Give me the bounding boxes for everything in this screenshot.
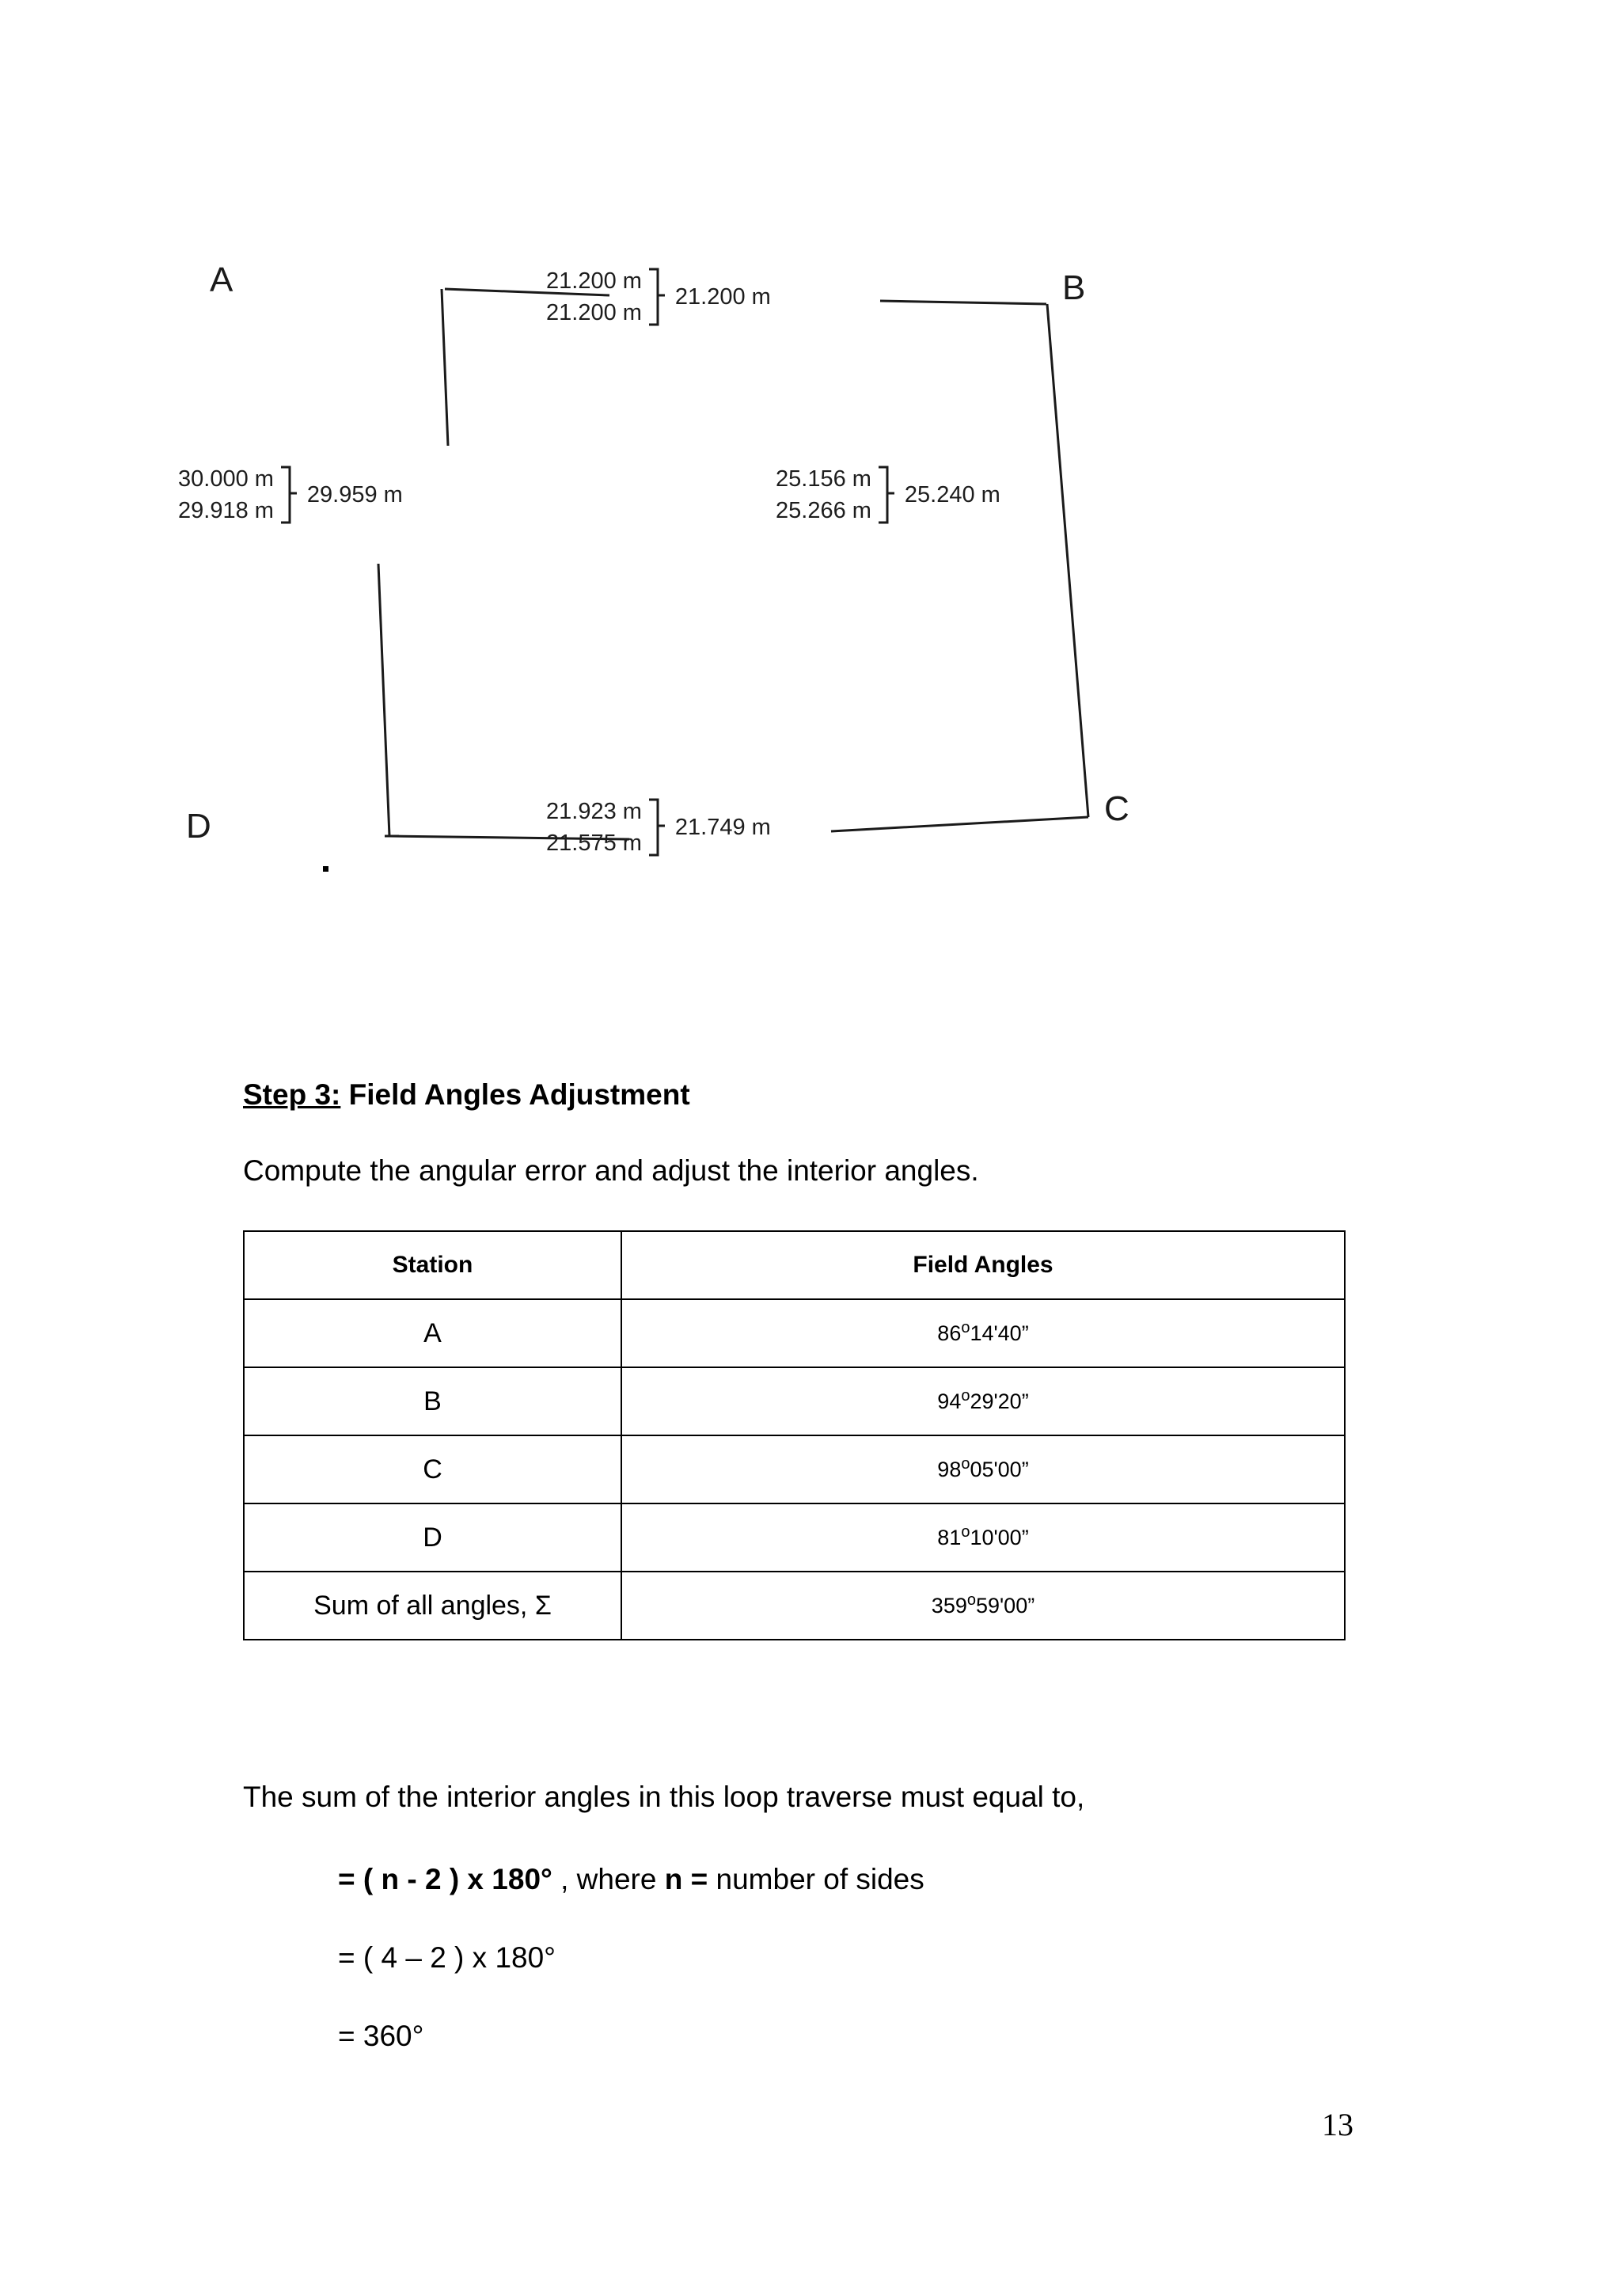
vertex-label-b: B (1062, 268, 1086, 307)
degree-symbol-icon: o (961, 1386, 970, 1405)
instruction-text: Compute the angular error and adjust the… (243, 1154, 979, 1187)
formula-line-1: = ( n - 2 ) x 180° , where n = number of… (338, 1863, 924, 1896)
step-label: Step 3: (243, 1078, 341, 1111)
measurement-da-mean: 29.959 m (306, 481, 403, 507)
measurement-bc-backward: 25.266 m (776, 498, 871, 524)
measurement-cd-pair: 21.923 m 21.575 m (546, 796, 642, 859)
brace-icon (877, 466, 898, 524)
formula-expression: = ( n - 2 ) x 180° (338, 1863, 552, 1895)
formula-variable: n = (664, 1863, 708, 1895)
cell-total-angle: 359o59'00” (621, 1571, 1346, 1640)
formula-line-2: = ( 4 – 2 ) x 180° (338, 1941, 556, 1974)
cell-total-label: Sum of all angles, Σ (243, 1571, 622, 1640)
table-total-row: Sum of all angles, Σ 359o59'00” (243, 1571, 1346, 1640)
measurement-bc-mean: 25.240 m (904, 481, 1000, 507)
measurement-cd-forward: 21.923 m (546, 799, 642, 824)
angle-degrees: 359 (931, 1593, 967, 1617)
table-row: C 98o05'00” (243, 1435, 1346, 1504)
stray-dot (323, 866, 328, 872)
table-row: D 81o10'00” (243, 1503, 1346, 1572)
vertex-label-a: A (210, 260, 233, 299)
brace-icon (279, 466, 300, 524)
measurement-da-backward: 29.918 m (178, 498, 274, 524)
angle-minutes-seconds: 29'20” (970, 1389, 1029, 1413)
measurement-ab-backward: 21.200 m (546, 300, 642, 326)
brace-icon (647, 268, 668, 326)
measurement-da-pair: 30.000 m 29.918 m (178, 463, 274, 526)
measurement-bc-pair: 25.156 m 25.266 m (776, 463, 871, 526)
page-title: Step 3: Field Angles Adjustment (243, 1078, 690, 1112)
angle-minutes-seconds: 10'00” (970, 1525, 1029, 1549)
cell-station: D (243, 1503, 622, 1572)
cell-station: C (243, 1435, 622, 1504)
sum-intro-text: The sum of the interior angles in this l… (243, 1781, 1085, 1813)
angle-degrees: 86 (937, 1321, 962, 1345)
measurement-cd: 21.923 m 21.575 m 21.749 m (546, 796, 771, 859)
degree-symbol-icon: o (961, 1318, 970, 1336)
table-row: B 94o29'20” (243, 1367, 1346, 1436)
column-header-station: Station (243, 1230, 622, 1300)
page-number: 13 (1322, 2107, 1353, 2142)
angle-minutes-seconds: 59'00” (975, 1593, 1035, 1617)
angle-degrees: 98 (937, 1457, 962, 1481)
field-angles-table: Station Field Angles A 86o14'40” B 94o29… (243, 1230, 1346, 1640)
measurement-ab-mean: 21.200 m (674, 283, 771, 310)
angle-degrees: 81 (937, 1525, 962, 1549)
measurement-cd-backward: 21.575 m (546, 831, 642, 857)
degree-symbol-icon: o (966, 1591, 976, 1609)
table-header-row: Station Field Angles (243, 1230, 1346, 1300)
measurement-ab-pair: 21.200 m 21.200 m (546, 265, 642, 329)
cell-station: B (243, 1367, 622, 1436)
brace-icon (647, 798, 668, 857)
measurement-ab: 21.200 m 21.200 m 21.200 m (546, 265, 771, 329)
measurement-cd-mean: 21.749 m (674, 814, 771, 840)
traverse-diagram: A B C D 21.200 m 21.200 m 21.200 m 30.00… (178, 206, 1385, 903)
degree-symbol-icon: o (961, 1522, 970, 1541)
degree-symbol-icon: o (961, 1454, 970, 1473)
angle-minutes-seconds: 14'40” (970, 1321, 1029, 1345)
cell-station: A (243, 1298, 622, 1368)
traverse-lines (377, 287, 1090, 841)
vertex-label-c: C (1104, 789, 1130, 828)
column-header-field-angles: Field Angles (621, 1230, 1346, 1300)
step-title: Field Angles Adjustment (340, 1078, 690, 1111)
angle-degrees: 94 (937, 1389, 962, 1413)
vertex-label-d: D (186, 807, 212, 846)
formula-definition: number of sides (708, 1863, 924, 1895)
measurement-ab-forward: 21.200 m (546, 268, 642, 294)
formula-where: , where (552, 1863, 665, 1895)
measurement-da: 30.000 m 29.918 m 29.959 m (178, 463, 403, 526)
cell-field-angle: 81o10'00” (621, 1503, 1346, 1572)
formula-line-3: = 360° (338, 2020, 424, 2052)
measurement-da-forward: 30.000 m (178, 466, 274, 492)
cell-field-angle: 98o05'00” (621, 1435, 1346, 1504)
angle-minutes-seconds: 05'00” (970, 1457, 1029, 1481)
cell-field-angle: 94o29'20” (621, 1367, 1346, 1436)
measurement-bc: 25.156 m 25.266 m 25.240 m (776, 463, 1000, 526)
measurement-bc-forward: 25.156 m (776, 466, 871, 492)
table-row: A 86o14'40” (243, 1298, 1346, 1368)
cell-field-angle: 86o14'40” (621, 1298, 1346, 1368)
